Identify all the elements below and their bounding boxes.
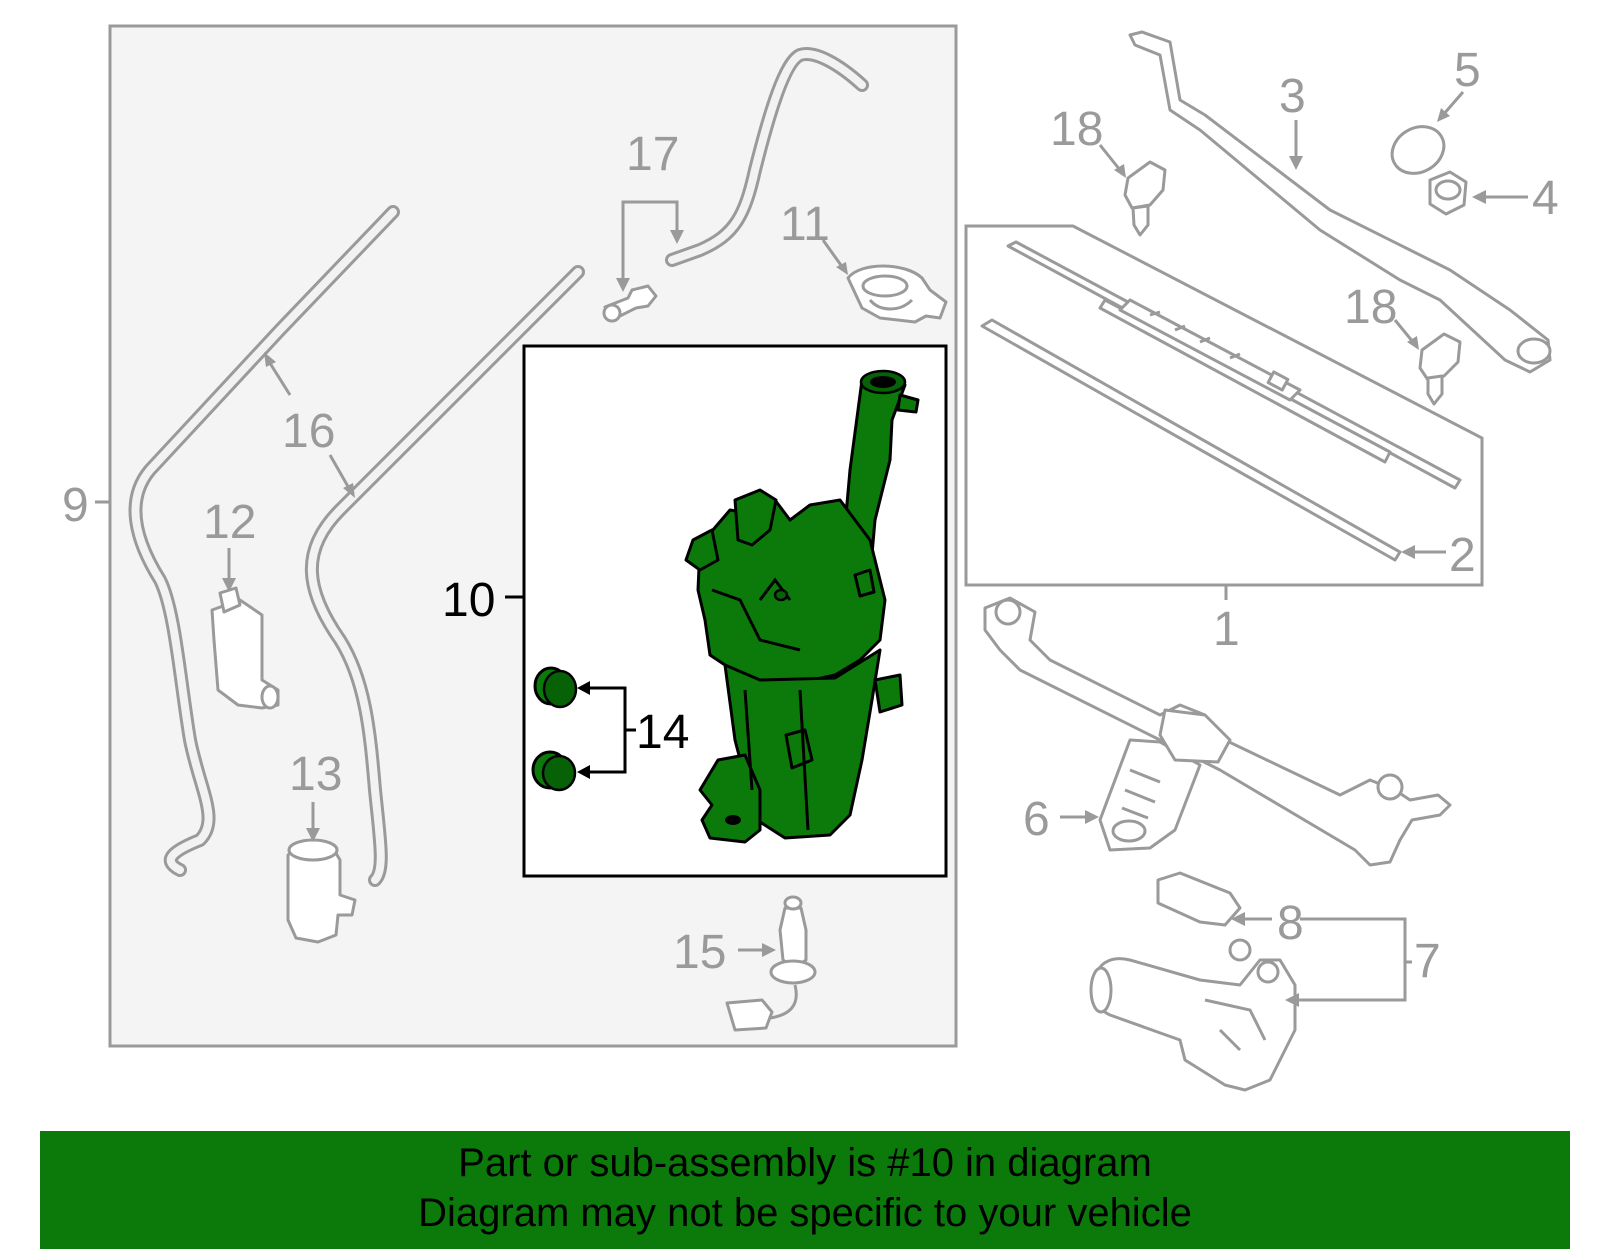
banner-line-disclaimer: Diagram may not be specific to your vehi… [418,1191,1192,1235]
washer-pump-12 [210,586,280,710]
wiper-linkage-6 [983,596,1452,867]
callout-2: 2 [1449,529,1476,582]
callout-8: 8 [1277,897,1304,950]
washer-hose-16-right [304,265,585,887]
grommet-14-upper [533,666,578,709]
washer-reservoir-tank [684,369,920,844]
reservoir-cap-11 [846,264,948,324]
callout-6: 6 [1023,793,1050,846]
callout-16: 16 [282,405,335,458]
washer-nozzle-18-lower [1418,332,1462,406]
callout-14: 14 [636,706,689,759]
wiper-arm-3 [1128,30,1552,374]
callout-18-lower: 18 [1344,281,1397,334]
motor-cover-8 [1156,871,1242,927]
callout-5: 5 [1454,44,1481,97]
callout-18-upper: 18 [1050,103,1103,156]
callout-3: 3 [1279,70,1306,123]
callout-7: 7 [1414,935,1441,988]
hose-clip-17 [602,284,658,323]
callout-17: 17 [626,128,679,181]
callout-12: 12 [203,496,256,549]
banner-line-part: Part or sub-assembly is #10 in diagram [458,1141,1152,1185]
callout-15: 15 [673,926,726,979]
callout-4: 4 [1532,172,1559,225]
wiper-blade-group-box-1 [964,224,1484,587]
callout-1: 1 [1213,603,1240,656]
level-sensor-15 [725,895,817,1032]
filler-hose-17 [665,47,869,267]
washer-hose-16-left [128,205,400,877]
arm-cover-cap-5 [1390,125,1446,175]
callout-13: 13 [289,748,342,801]
grommet-14-lower [531,750,577,792]
callout-10: 10 [442,574,495,627]
info-banner: Part or sub-assembly is #10 in diagram D… [40,1131,1570,1249]
arm-nut-4 [1428,170,1468,216]
callout-11: 11 [780,198,830,251]
wiper-blade-assembly [1006,240,1462,490]
callout-9: 9 [62,479,89,532]
washer-pump-13 [286,838,357,944]
wiper-motor-7 [1089,938,1297,1092]
washer-nozzle-18-upper [1123,160,1167,237]
wiper-blade-refill-2 [980,318,1402,562]
